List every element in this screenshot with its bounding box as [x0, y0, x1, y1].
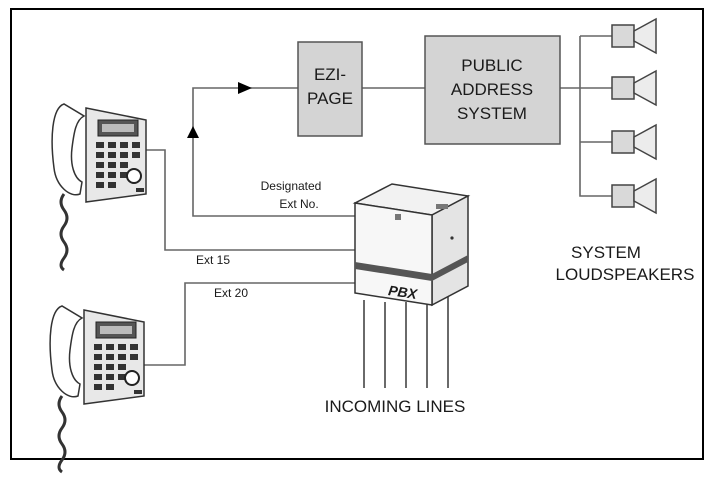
- ezipage-label-line2: PAGE: [307, 89, 353, 108]
- frame-border: [10, 8, 704, 460]
- pa-label-line1: PUBLIC: [461, 56, 522, 75]
- loudspeaker-icon: [611, 124, 657, 160]
- ext20-label: Ext 20: [214, 286, 248, 300]
- ext20-wire: [144, 282, 355, 366]
- arrow-icon: [187, 126, 199, 138]
- ext15-wire: [145, 149, 355, 251]
- loudspeaker-icon: [611, 178, 657, 214]
- pa-system-block: [424, 35, 561, 145]
- arrow-icon: [238, 82, 252, 94]
- designated-label-line1: Designated: [261, 179, 322, 193]
- ext15-label: Ext 15: [196, 253, 230, 267]
- telephone-icon: [48, 304, 146, 474]
- pa-to-speakers-wire: [560, 35, 612, 197]
- ezipage-label-line1: EZI-: [314, 65, 346, 84]
- designated-label-line2: Ext No.: [279, 197, 318, 211]
- speakers-label-line2: LOUDSPEAKERS: [556, 265, 695, 284]
- pa-label-line2: ADDRESS: [451, 80, 533, 99]
- ezipage-block: [297, 41, 363, 137]
- loudspeaker-icon: [611, 18, 657, 54]
- loudspeaker-icon: [611, 70, 657, 106]
- pa-label-line3: SYSTEM: [457, 104, 527, 123]
- incoming-lines-wires: [363, 294, 449, 388]
- speakers-label-line1: SYSTEM: [571, 243, 641, 262]
- telephone-icon: [50, 102, 148, 272]
- pbx-label: PBX: [387, 282, 419, 302]
- pbx-cabinet-icon: [352, 183, 471, 307]
- incoming-lines-label: INCOMING LINES: [325, 397, 466, 416]
